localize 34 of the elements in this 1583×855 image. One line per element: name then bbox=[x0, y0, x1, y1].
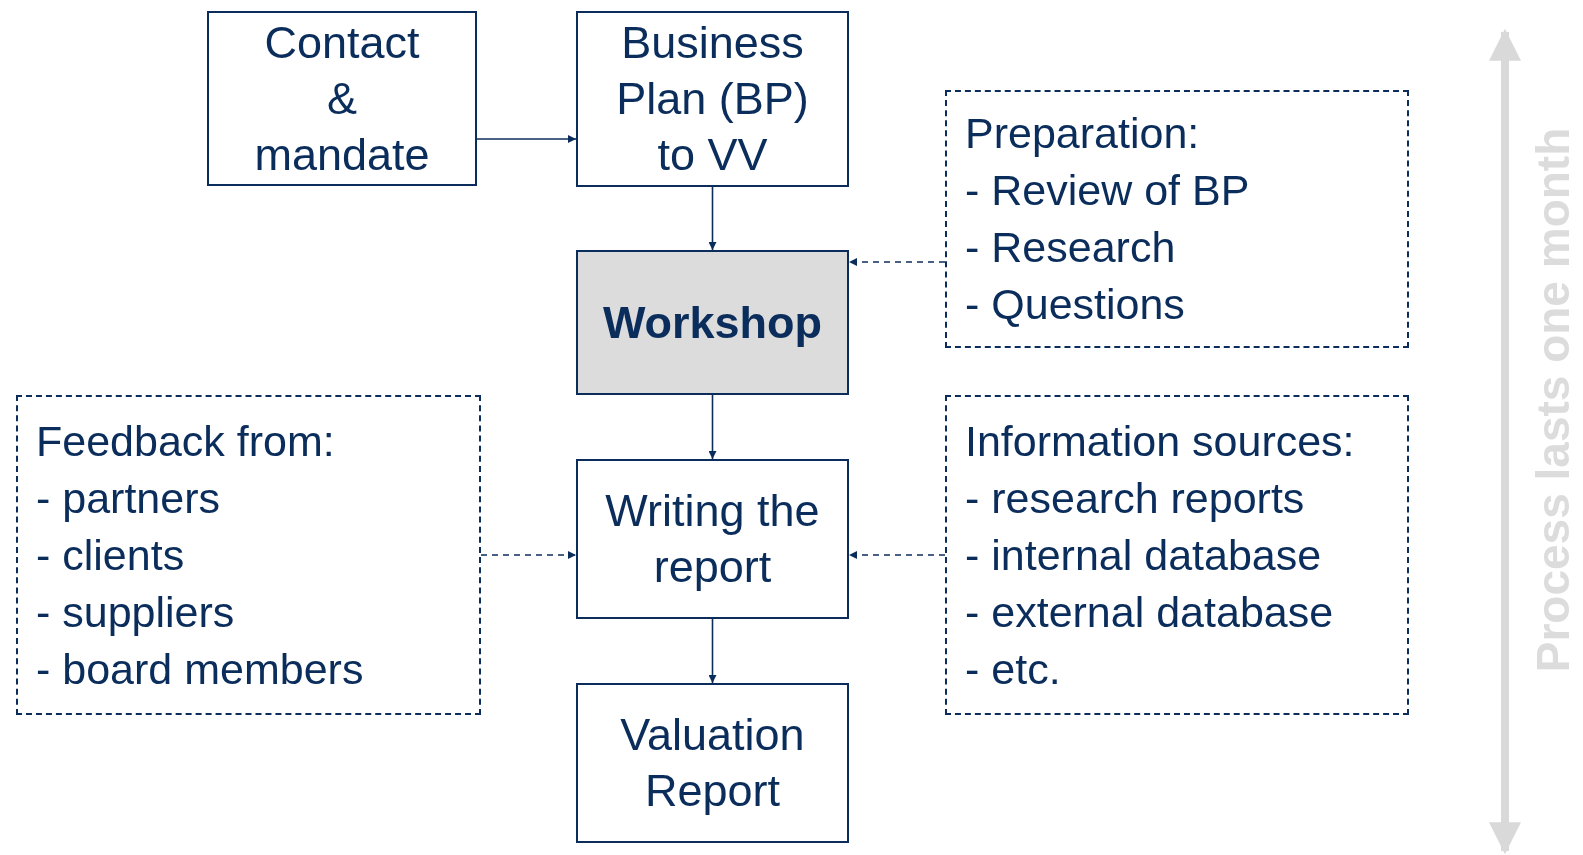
box-label: Valuation Report bbox=[619, 708, 806, 818]
process-box bbox=[576, 459, 849, 619]
list-item: - external database bbox=[965, 586, 1334, 638]
process-box bbox=[576, 11, 849, 187]
arrow bbox=[476, 135, 577, 143]
box-label: Business Plan (BP) to VV bbox=[615, 16, 810, 182]
list-item: - Questions bbox=[965, 279, 1185, 330]
list-item: - etc. bbox=[965, 643, 1061, 695]
arrow bbox=[848, 258, 946, 266]
list-item: - internal database bbox=[965, 529, 1322, 581]
list-item: - partners bbox=[36, 472, 220, 524]
box-label: Workshop bbox=[602, 295, 823, 350]
arrow bbox=[848, 551, 946, 559]
note-heading: Information sources: bbox=[965, 415, 1355, 467]
box-label: Contact & mandate bbox=[253, 15, 431, 182]
note-heading: Feedback from: bbox=[36, 415, 335, 467]
note-box bbox=[945, 90, 1409, 348]
arrow bbox=[708, 618, 717, 684]
note-box bbox=[945, 395, 1409, 715]
process-box bbox=[207, 11, 477, 186]
list-item: - Research bbox=[965, 222, 1176, 273]
arrow bbox=[708, 394, 717, 460]
list-item: - board members bbox=[36, 643, 364, 695]
list-item: - suppliers bbox=[36, 586, 235, 638]
note-box bbox=[16, 395, 481, 715]
highlighted-box bbox=[576, 250, 849, 395]
box-label: Writing the report bbox=[605, 484, 820, 594]
note-heading: Preparation: bbox=[965, 108, 1200, 159]
list-item: - Review of BP bbox=[965, 165, 1250, 216]
list-item: - research reports bbox=[965, 472, 1305, 524]
arrow bbox=[480, 551, 577, 559]
list-item: - clients bbox=[36, 529, 185, 581]
process-box bbox=[576, 683, 849, 843]
arrow bbox=[708, 186, 717, 251]
